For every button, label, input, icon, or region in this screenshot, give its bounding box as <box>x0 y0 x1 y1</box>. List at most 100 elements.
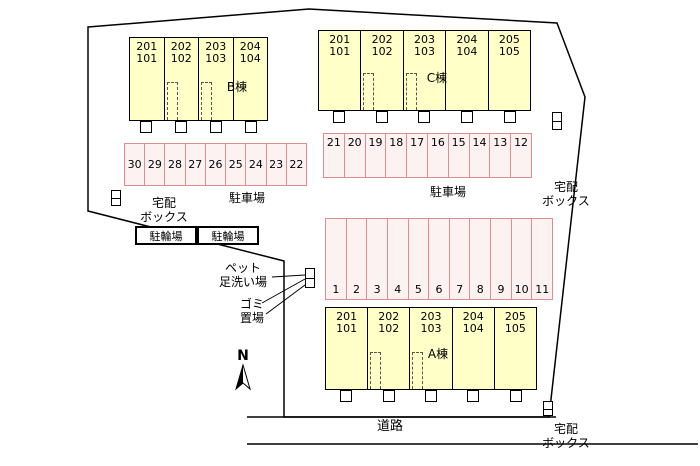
parking-space-number: 20 <box>347 136 362 149</box>
parking-space: 25 <box>225 144 245 185</box>
delivery-box-icon-bottom-right <box>543 401 553 416</box>
entrance-porch <box>375 111 388 123</box>
entrance-porch <box>175 121 188 133</box>
parking-space-number: 30 <box>127 158 142 171</box>
parking-space-number: 5 <box>414 283 422 296</box>
unit-number: 201 101 <box>329 33 351 58</box>
north-arrow-icon <box>235 363 251 391</box>
parking-space: 7 <box>448 219 470 299</box>
unit-a-201: 201 101 <box>326 308 367 389</box>
entrance-porch <box>418 111 431 123</box>
parking-space-number: 24 <box>248 158 263 171</box>
unit-c-205: 205 105 <box>487 31 530 110</box>
parking-row-12-21: 21 20 19 18 17 16 15 14 13 12 <box>323 133 532 178</box>
entrance-porch <box>382 390 395 402</box>
parking-space-number: 4 <box>394 283 402 296</box>
delivery-box-label-bottom-right: 宅配 ボックス <box>542 422 590 450</box>
entrance-porch <box>509 390 522 402</box>
parking-space: 18 <box>385 134 406 177</box>
unit-number: 203 103 <box>205 40 227 65</box>
unit-b-201: 201 101 <box>130 38 164 120</box>
parking-space: 3 <box>366 219 387 299</box>
parking-space: 15 <box>447 134 469 177</box>
unit-c-202: 202 102 <box>360 31 402 110</box>
parking-space: 23 <box>265 144 286 185</box>
unit-c-203: 203 103 <box>402 31 445 110</box>
building-b-porches <box>129 121 268 134</box>
entrance-porch <box>340 390 353 402</box>
parking-space-number: 2 <box>352 283 360 296</box>
entrance-porch <box>333 111 346 123</box>
entrance-porch <box>503 111 516 123</box>
entrance-porch <box>209 121 222 133</box>
unit-a-204: 204 104 <box>451 308 494 389</box>
parking-label-right: 駐車場 <box>429 185 466 199</box>
parking-space-number: 1 <box>332 283 340 296</box>
building-a: 201 101 202 102 203 103 204 104 205 105 <box>325 307 537 390</box>
unit-b-203: 203 103 <box>198 38 233 120</box>
building-c: 201 101 202 102 203 103 204 104 205 105 <box>318 30 531 111</box>
unit-number: 203 103 <box>420 310 442 335</box>
pet-wash-label: ペット 足洗い場 <box>218 261 267 289</box>
parking-space-number: 3 <box>373 283 381 296</box>
parking-label-left: 駐車場 <box>228 191 265 205</box>
parking-space: 30 <box>125 144 144 185</box>
parking-space: 21 <box>324 134 344 177</box>
delivery-box-icon-top-right <box>552 112 562 130</box>
parking-space-number: 10 <box>514 283 529 296</box>
parking-space: 12 <box>510 134 531 177</box>
parking-space-number: 8 <box>476 283 484 296</box>
entrance-porch <box>140 121 153 133</box>
stairs-icon <box>363 73 375 110</box>
building-a-name: A棟 <box>427 347 449 361</box>
parking-space-number: 6 <box>435 283 443 296</box>
parking-space: 9 <box>490 219 511 299</box>
parking-space-number: 12 <box>514 136 529 149</box>
stairs-icon <box>370 351 382 389</box>
unit-c-204: 204 104 <box>445 31 487 110</box>
building-c-porches <box>318 111 531 124</box>
bicycle-parking-1: 駐輪場 <box>135 226 197 245</box>
parking-space-number: 15 <box>451 136 466 149</box>
parking-space-number: 21 <box>326 136 341 149</box>
delivery-box-label-left: 宅配 ボックス <box>140 196 188 224</box>
parking-space-number: 11 <box>535 283 550 296</box>
pointer-garbage-1 <box>261 278 306 304</box>
garbage-label: ゴミ 置場 <box>239 297 264 325</box>
parking-space-number: 14 <box>472 136 487 149</box>
parking-space: 11 <box>531 219 552 299</box>
delivery-box-label-top-right: 宅配 ボックス <box>542 180 590 208</box>
garbage-station-icon <box>305 268 315 288</box>
north-label: N <box>237 348 249 364</box>
parking-space-number: 7 <box>456 283 464 296</box>
parking-space-number: 26 <box>208 158 223 171</box>
parking-space: 1 <box>326 219 346 299</box>
unit-number: 203 103 <box>414 33 436 58</box>
building-b-name: B棟 <box>226 80 248 94</box>
parking-space-number: 17 <box>410 136 425 149</box>
unit-a-205: 205 105 <box>493 308 536 389</box>
parking-space-number: 27 <box>188 158 203 171</box>
parking-space: 4 <box>386 219 408 299</box>
stairs-icon <box>405 73 417 110</box>
building-b: 201 101 202 102 203 103 204 104 <box>129 37 268 121</box>
unit-a-202: 202 102 <box>367 308 409 389</box>
parking-row-22-30: 30 29 28 27 26 25 24 23 22 <box>124 143 307 186</box>
stairs-icon <box>412 351 424 389</box>
parking-space: 10 <box>510 219 532 299</box>
entrance-porch <box>244 121 257 133</box>
bicycle-parking-2: 駐輪場 <box>197 226 259 245</box>
parking-space: 20 <box>343 134 365 177</box>
parking-space: 27 <box>184 144 205 185</box>
parking-space: 26 <box>204 144 225 185</box>
unit-c-201: 201 101 <box>319 31 360 110</box>
unit-number: 204 104 <box>239 40 261 65</box>
parking-space: 2 <box>345 219 367 299</box>
parking-space-number: 28 <box>168 158 183 171</box>
parking-space: 19 <box>364 134 386 177</box>
entrance-porch <box>467 390 480 402</box>
unit-number: 201 101 <box>336 310 358 335</box>
parking-space: 6 <box>428 219 449 299</box>
parking-space-number: 25 <box>228 158 243 171</box>
